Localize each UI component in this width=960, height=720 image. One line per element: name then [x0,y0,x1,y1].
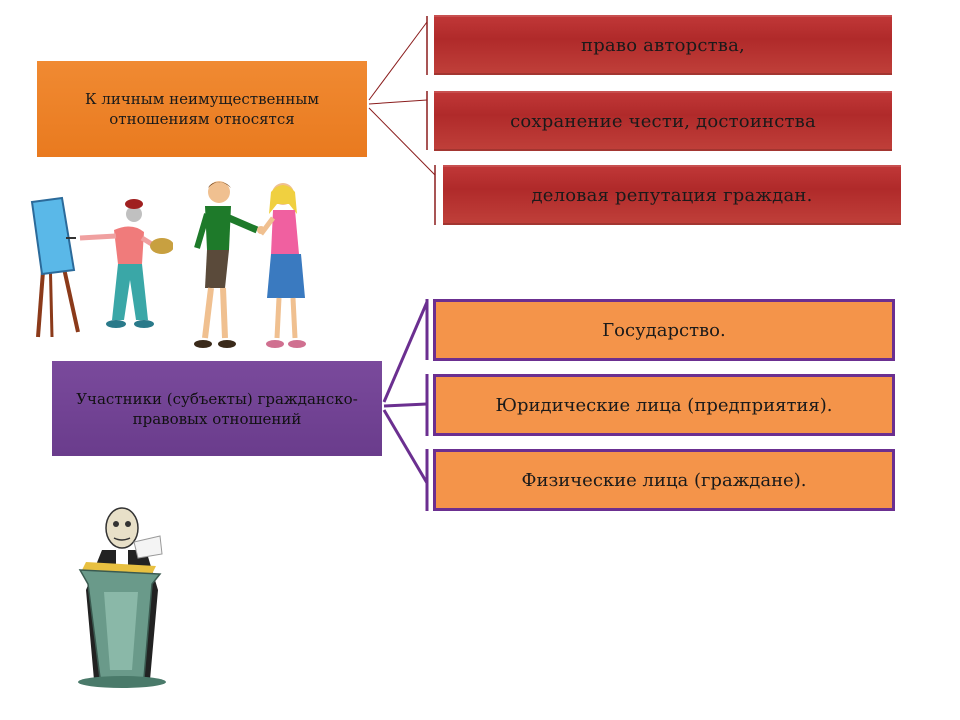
participant-item-3-text: Физические лица (граждане). [521,469,807,491]
personal-relation-item-2-text: сохранение чести, достоинства [510,110,816,132]
personal-relations-source-box: К личным неимущественным отношениям отно… [37,61,367,157]
people-greeting-clipart [194,181,306,348]
personal-relation-item-3-text: деловая репутация граждан. [531,184,813,206]
participant-item-3: Физические лица (граждане). [433,449,895,511]
painter-clipart [30,196,173,338]
participants-source-text: Участники (субъекты) гражданско-правовых… [76,389,358,428]
personal-relation-item-1: право авторства, [434,15,892,75]
participants-source-box: Участники (субъекты) гражданско-правовых… [52,361,382,456]
participant-item-1-text: Государство. [602,319,726,341]
personal-relations-source-text: К личным неимущественным отношениям отно… [84,90,319,128]
participant-item-2: Юридические лица (предприятия). [433,374,895,436]
participant-item-1: Государство. [433,299,895,361]
participant-item-2-text: Юридические лица (предприятия). [495,394,833,416]
personal-relation-item-1-text: право авторства, [581,34,745,56]
speaker-at-podium-clipart [78,507,166,688]
personal-relation-item-3: деловая репутация граждан. [443,165,901,225]
personal-relation-item-2: сохранение чести, достоинства [434,91,892,151]
